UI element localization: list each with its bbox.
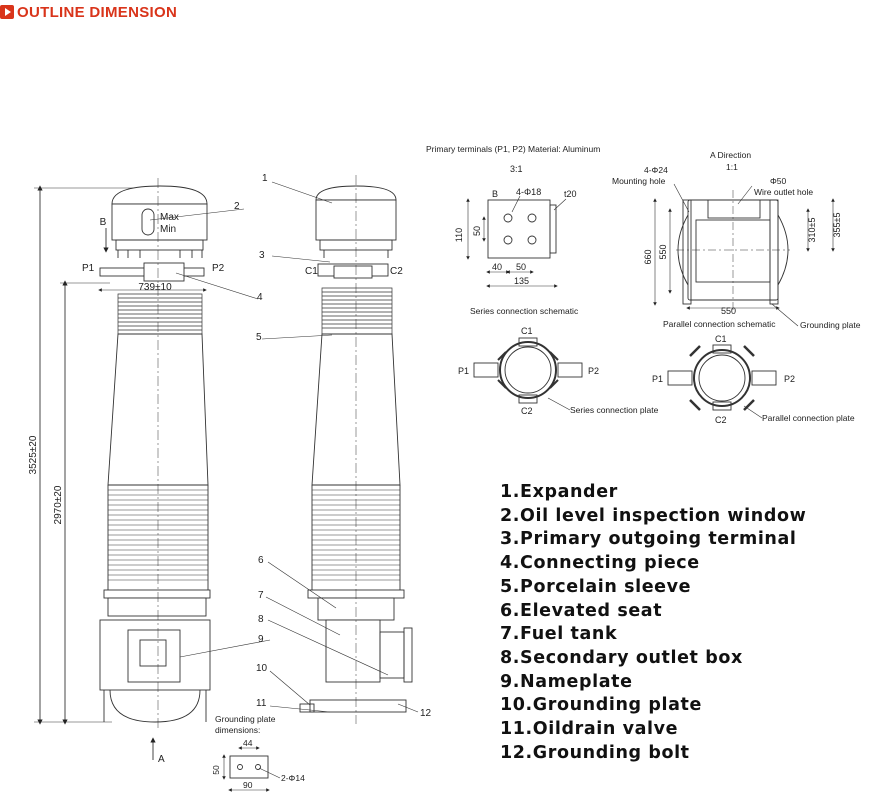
dim-44: 44 <box>243 738 253 748</box>
dim-135: 135 <box>514 276 529 286</box>
callout-2: 2 <box>234 201 240 212</box>
wire-outlet-dia: Φ50 <box>770 176 787 186</box>
label-min: Min <box>160 224 176 235</box>
legend-item: 8.Secondary outlet box <box>500 647 743 668</box>
callout-9: 9 <box>258 634 264 645</box>
series-connection-schematic <box>473 337 583 411</box>
grounding-plate-detail <box>222 746 281 792</box>
legend-item: 12.Grounding bolt <box>500 742 690 763</box>
legend-item: 6.Elevated seat <box>500 600 663 621</box>
dim-lower-height: 2970±20 <box>53 485 64 524</box>
legend-item: 7.Fuel tank <box>500 624 618 645</box>
callout-11: 11 <box>256 698 267 709</box>
legend-item: 1.Expander <box>500 482 618 502</box>
dim-310: 310±5 <box>807 218 817 243</box>
legend-item: 3.Primary outgoing terminal <box>500 529 797 550</box>
callout-6: 6 <box>258 555 264 566</box>
section-title: OUTLINE DIMENSION <box>17 3 178 21</box>
dim-terminal-width: 739±10 <box>138 282 172 293</box>
primary-terminal-title: Primary terminals (P1, P2) Material: Alu… <box>426 144 600 154</box>
wire-outlet-label: Wire outlet hole <box>754 187 813 197</box>
dim-355: 355±5 <box>832 213 842 238</box>
callout-1: 1 <box>262 173 268 184</box>
play-icon <box>0 5 14 19</box>
primary-terminal-holes: 4-Φ18 <box>516 187 541 197</box>
mounting-holes-spec: 4-Φ24 <box>644 165 668 175</box>
dim-550-horizontal: 550 <box>721 306 736 316</box>
primary-terminal-detail <box>466 195 567 288</box>
parts-legend: 1.Expander 2.Oil level inspection window… <box>500 481 806 765</box>
dim-50-vertical: 50 <box>472 226 482 236</box>
dim-50-grounding: 50 <box>211 765 221 775</box>
primary-terminal-label-b: B <box>492 189 498 199</box>
grounding-plate-label: Grounding plate <box>800 320 861 330</box>
label-c1-front: C1 <box>305 266 318 277</box>
dim-overall-height: 3525±20 <box>28 435 39 474</box>
a-direction-view <box>653 183 835 327</box>
label-a: A <box>158 754 165 765</box>
dim-550-vertical: 550 <box>658 244 668 259</box>
callout-12: 12 <box>420 708 432 719</box>
parallel-title: Parallel connection schematic <box>663 319 776 329</box>
legend-item: 11.Oildrain valve <box>500 719 679 740</box>
grounding-plate-title-1: Grounding plate <box>215 714 276 724</box>
legend-item: 10.Grounding plate <box>500 695 702 716</box>
dim-660: 660 <box>643 249 653 264</box>
callout-3: 3 <box>259 250 265 261</box>
callout-10: 10 <box>256 663 268 674</box>
grounding-plate-title-2: dimensions: <box>215 725 260 735</box>
dim-110: 110 <box>454 228 464 242</box>
series-p1: P1 <box>458 366 469 376</box>
dim-40: 40 <box>492 262 502 272</box>
legend-item: 2.Oil level inspection window <box>500 505 807 526</box>
grounding-holes-spec: 2-Φ14 <box>281 773 305 783</box>
mounting-hole-label: Mounting hole <box>612 176 666 186</box>
parallel-p1: P1 <box>652 374 663 384</box>
parallel-plate-label: Parallel connection plate <box>762 413 855 423</box>
a-direction-title: A Direction <box>710 150 751 160</box>
dim-50-horizontal: 50 <box>516 262 526 272</box>
callout-7: 7 <box>258 590 264 601</box>
legend-item: 5.Porcelain sleeve <box>500 576 692 597</box>
series-p2: P2 <box>588 366 599 376</box>
a-direction-scale: 1:1 <box>726 162 738 172</box>
label-p1-side: P1 <box>82 263 95 274</box>
series-c2: C2 <box>521 406 533 416</box>
front-view <box>149 175 419 724</box>
primary-terminal-thickness: t20 <box>564 189 577 199</box>
parallel-connection-schematic <box>667 344 777 419</box>
label-p2-side: P2 <box>212 263 225 274</box>
legend-item: 9.Nameplate <box>500 671 633 692</box>
callout-8: 8 <box>258 614 264 625</box>
series-title: Series connection schematic <box>470 306 579 316</box>
dim-90: 90 <box>243 780 253 790</box>
legend-item: 4.Connecting piece <box>500 553 700 574</box>
parallel-p2: P2 <box>784 374 795 384</box>
series-c1: C1 <box>521 326 533 336</box>
label-b-side: B <box>100 217 107 228</box>
callout-5: 5 <box>256 332 262 343</box>
side-view <box>34 178 211 760</box>
callout-4: 4 <box>257 292 263 303</box>
primary-terminal-scale: 3:1 <box>510 164 523 174</box>
label-c2-front: C2 <box>390 266 403 277</box>
parallel-c1: C1 <box>715 334 727 344</box>
series-plate-label: Series connection plate <box>570 405 659 415</box>
section-header: OUTLINE DIMENSION <box>0 2 177 22</box>
parallel-c2: C2 <box>715 415 727 425</box>
